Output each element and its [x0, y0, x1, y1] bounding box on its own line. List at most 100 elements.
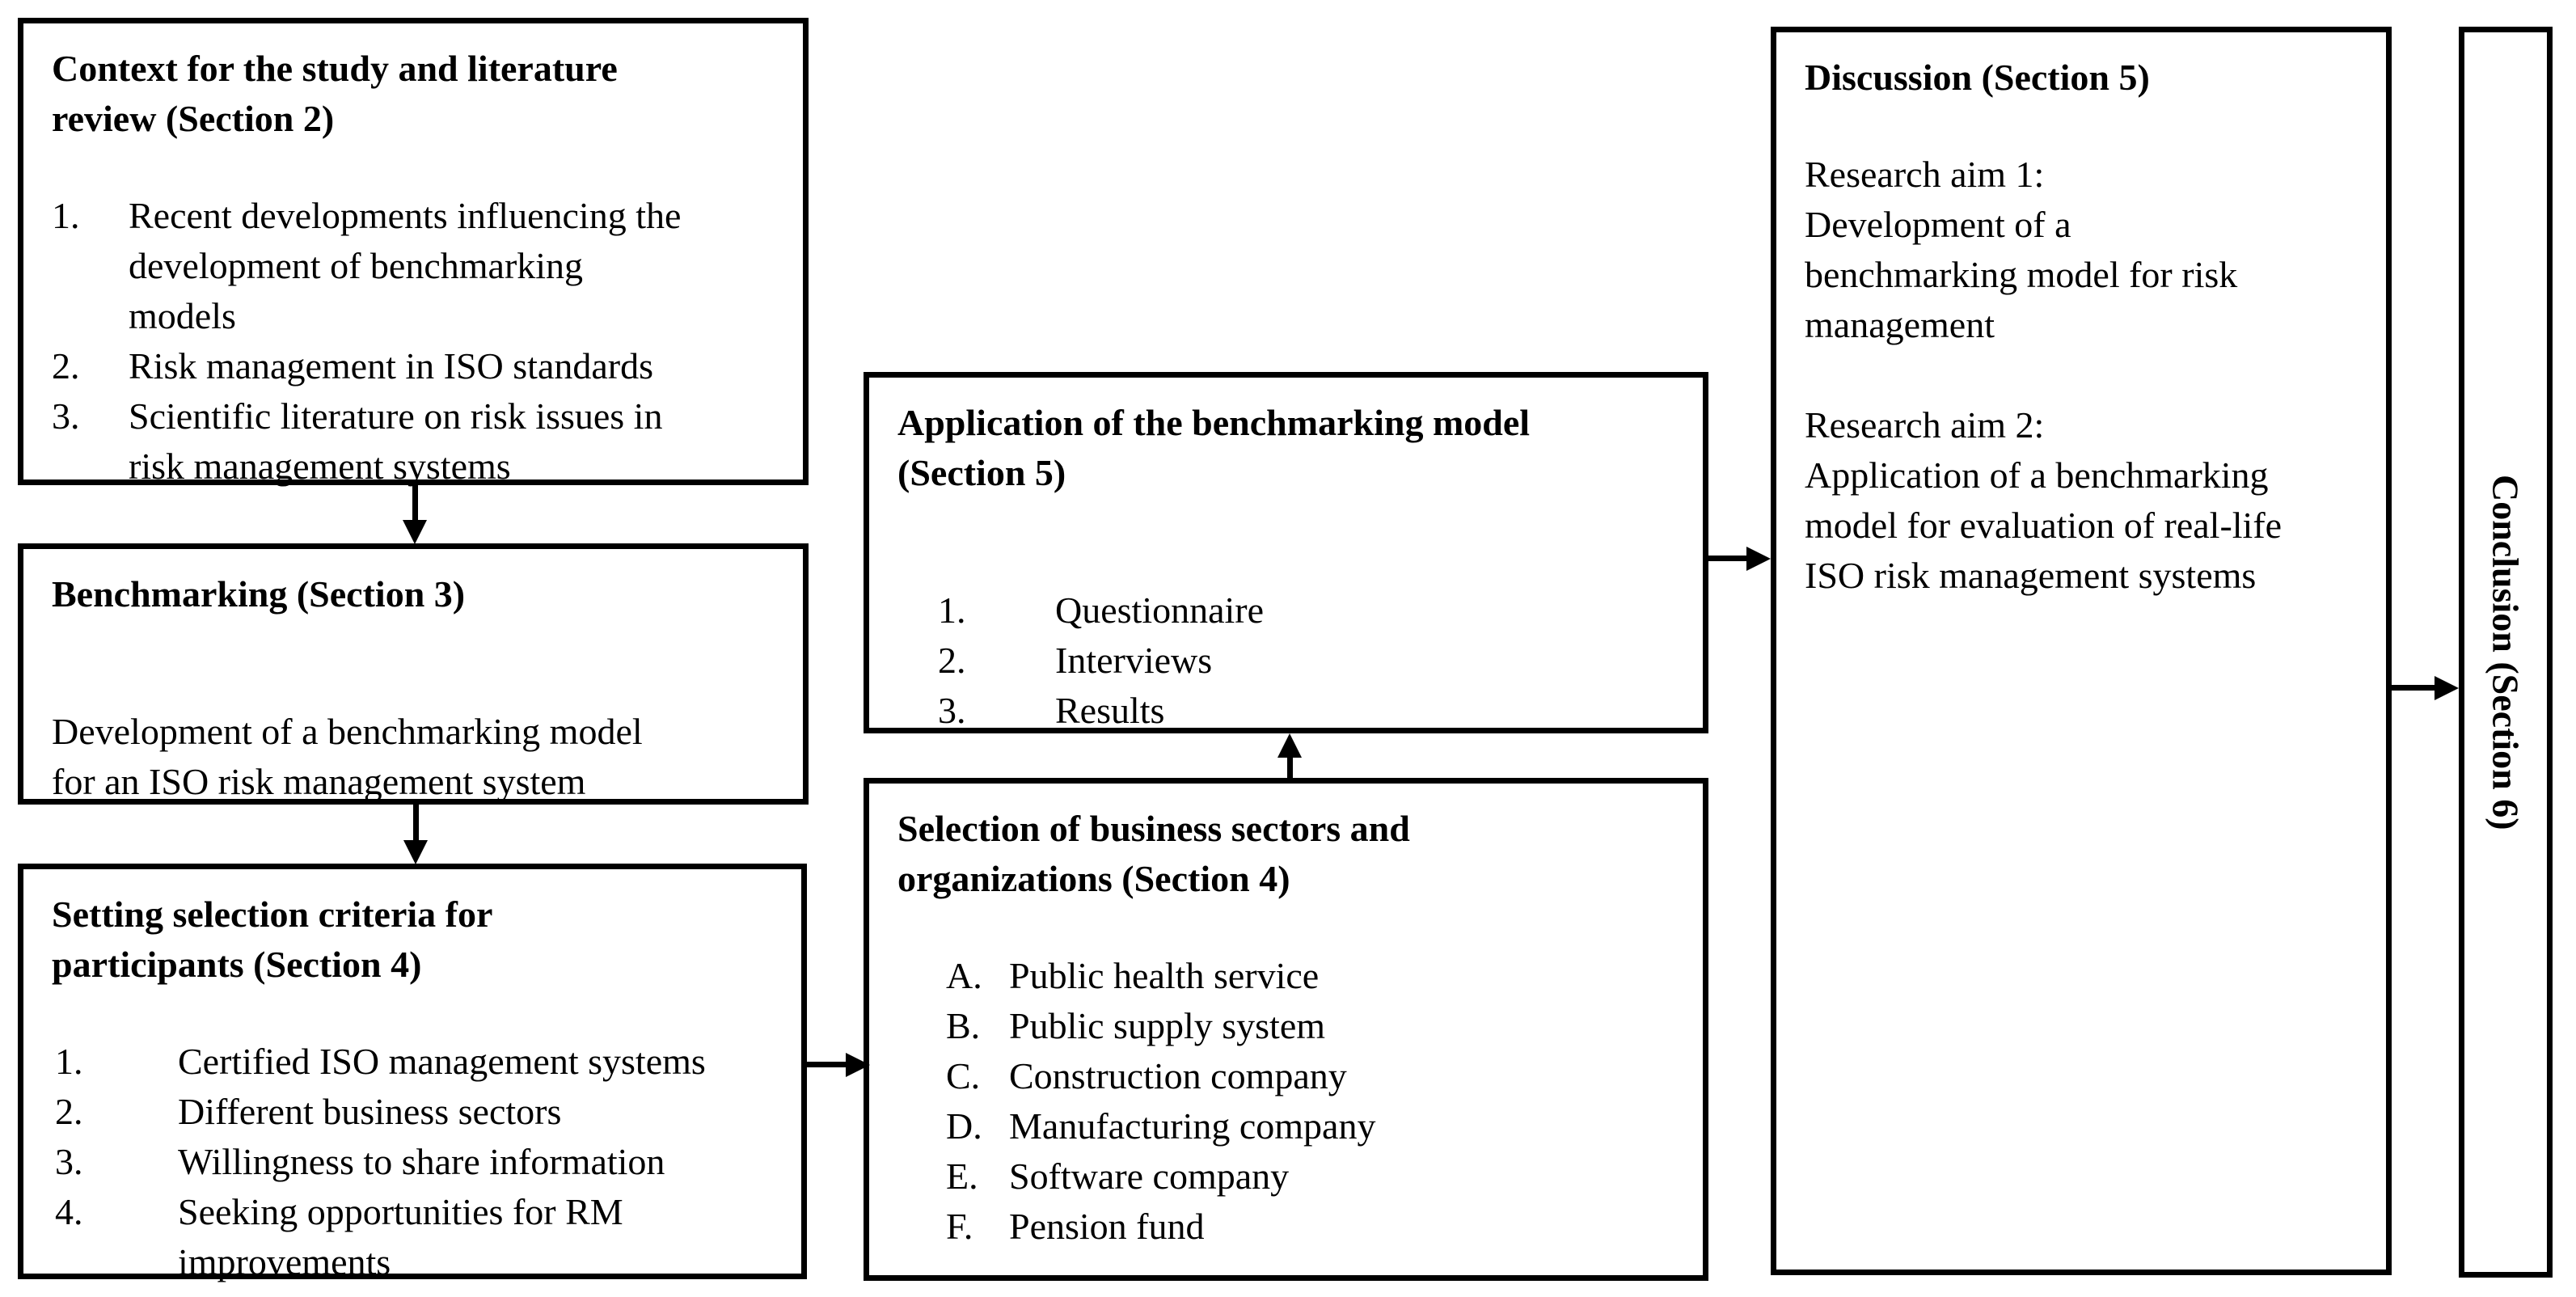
list-item: 3. Scientific literature on risk issues … [52, 391, 775, 492]
list-item-marker: 1. [52, 195, 80, 236]
list-item-text: Seeking opportunities for RM improvement… [178, 1187, 623, 1287]
list-item-marker: 1. [55, 1041, 83, 1082]
box-conclusion: Conclusion (Section 6) [2459, 27, 2553, 1278]
box-application-list: 1. Questionnaire 2. Interviews 3. Result… [897, 585, 1674, 736]
list-item-text: Software company [1009, 1151, 1289, 1202]
item-line: Certified ISO management systems [178, 1041, 706, 1082]
item-line: Public supply system [1009, 1005, 1326, 1046]
list-item-marker: B. [946, 1005, 981, 1046]
list-item: 2. Different business sectors [52, 1087, 773, 1137]
list-item-marker: 2. [55, 1091, 83, 1132]
list-item-text: Interviews [1055, 636, 1212, 686]
title-line: organizations (Section 4) [897, 858, 1290, 899]
research-aim-2-paragraph: Research aim 2: Application of a benchma… [1805, 400, 2358, 601]
list-item-text: Manufacturing company [1009, 1101, 1375, 1151]
list-item-text: Scientific literature on risk issues in … [129, 391, 662, 492]
list-item-text: Willingness to share information [178, 1137, 665, 1187]
paragraph-line: Research aim 1: [1805, 154, 2045, 195]
box-application: Application of the benchmarking model (S… [864, 372, 1708, 733]
paragraph-line: management [1805, 304, 1995, 345]
arrow-head-right-icon [846, 1053, 870, 1077]
paragraph-line: for an ISO risk management system [52, 761, 586, 802]
arrow-shaft [412, 485, 418, 524]
list-item-text: Different business sectors [178, 1087, 561, 1137]
paragraph-line: Application of a benchmarking [1805, 454, 2269, 496]
title-line: review (Section 2) [52, 98, 335, 139]
list-item: C. Construction company [897, 1051, 1674, 1101]
box-application-title: Application of the benchmarking model (S… [897, 398, 1674, 498]
list-item-marker: 3. [938, 690, 966, 731]
box-selection-list: A. Public health service B. Public suppl… [897, 951, 1674, 1252]
box-criteria: Setting selection criteria for participa… [18, 864, 807, 1282]
list-item-text: Pension fund [1009, 1202, 1205, 1252]
item-line: Manufacturing company [1009, 1105, 1376, 1147]
paragraph-line: ISO risk management systems [1805, 555, 2257, 596]
arrow-shaft [413, 805, 419, 843]
item-line: improvements [178, 1241, 391, 1282]
box-criteria-list: 1. Certified ISO management systems 2. D… [52, 1037, 773, 1287]
list-item: 2. Interviews [897, 636, 1674, 686]
arrow-shaft [1708, 556, 1749, 561]
item-line: Scientific literature on risk issues in [129, 395, 663, 437]
box-selection: Selection of business sectors and organi… [864, 778, 1708, 1281]
list-item-marker: 2. [52, 345, 80, 387]
title-line: Discussion (Section 5) [1805, 57, 2150, 98]
item-line: Software company [1009, 1155, 1290, 1197]
list-item-text: Certified ISO management systems [178, 1037, 706, 1087]
list-item-text: Construction company [1009, 1051, 1347, 1101]
list-item-marker: 3. [52, 395, 80, 437]
list-item-marker: 1. [938, 589, 966, 631]
arrow-shaft [1287, 752, 1293, 778]
list-item: 1. Certified ISO management systems [52, 1037, 773, 1087]
box-benchmarking: Benchmarking (Section 3) Development of … [18, 543, 809, 805]
list-item: 4. Seeking opportunities for RM improvem… [52, 1187, 773, 1287]
list-item-marker: 2. [938, 640, 966, 681]
paragraph-line: benchmarking model for risk [1805, 254, 2238, 295]
title-line: Setting selection criteria for [52, 894, 493, 935]
list-item-text: Public supply system [1009, 1001, 1325, 1051]
list-item: B. Public supply system [897, 1001, 1674, 1051]
item-line: Public health service [1009, 955, 1320, 996]
list-item-marker: 3. [55, 1141, 83, 1182]
item-line: Risk management in ISO standards [129, 345, 654, 387]
box-selection-title: Selection of business sectors and organi… [897, 804, 1674, 904]
box-context-title: Context for the study and literature rev… [52, 44, 775, 144]
box-benchmarking-paragraph: Development of a benchmarking model for … [52, 707, 775, 807]
list-item-marker: D. [946, 1105, 982, 1147]
list-item-text: Results [1055, 686, 1164, 736]
list-item: D. Manufacturing company [897, 1101, 1674, 1151]
item-line: Questionnaire [1055, 589, 1265, 631]
box-discussion: Discussion (Section 5) Research aim 1: D… [1771, 27, 2392, 1275]
list-item-marker: F. [946, 1206, 973, 1247]
item-line: Seeking opportunities for RM [178, 1191, 623, 1232]
list-item-text: Questionnaire [1055, 585, 1264, 636]
arrow-shaft [2392, 685, 2437, 691]
list-item-text: Recent developments influencing the deve… [129, 191, 681, 341]
list-item: 2. Risk management in ISO standards [52, 341, 775, 391]
item-line: Recent developments influencing the [129, 195, 682, 236]
item-line: Willingness to share information [178, 1141, 665, 1182]
paragraph-line: Development of a [1805, 204, 2071, 245]
item-line: risk management systems [129, 446, 511, 487]
title-line: (Section 5) [897, 452, 1066, 493]
list-item: F. Pension fund [897, 1202, 1674, 1252]
arrow-head-right-icon [1746, 547, 1771, 571]
item-line: development of benchmarking [129, 245, 584, 286]
title-line: Application of the benchmarking model [897, 402, 1531, 443]
arrow-shaft [806, 1062, 848, 1067]
box-benchmarking-title: Benchmarking (Section 3) [52, 569, 775, 619]
list-item: 1. Recent developments influencing the d… [52, 191, 775, 341]
arrow-head-up-icon [1277, 733, 1302, 758]
item-line: Pension fund [1009, 1206, 1205, 1247]
list-item: E. Software company [897, 1151, 1674, 1202]
title-line: Benchmarking (Section 3) [52, 573, 466, 615]
title-line: Selection of business sectors and [897, 808, 1410, 849]
list-item-text: Public health service [1009, 951, 1319, 1001]
item-line: models [129, 295, 236, 336]
arrow-head-down-icon [403, 520, 427, 544]
paragraph-line: model for evaluation of real-life [1805, 505, 2283, 546]
box-conclusion-title: Conclusion (Section 6) [2485, 474, 2527, 830]
arrow-head-right-icon [2435, 676, 2459, 700]
box-criteria-title: Setting selection criteria for participa… [52, 889, 773, 990]
